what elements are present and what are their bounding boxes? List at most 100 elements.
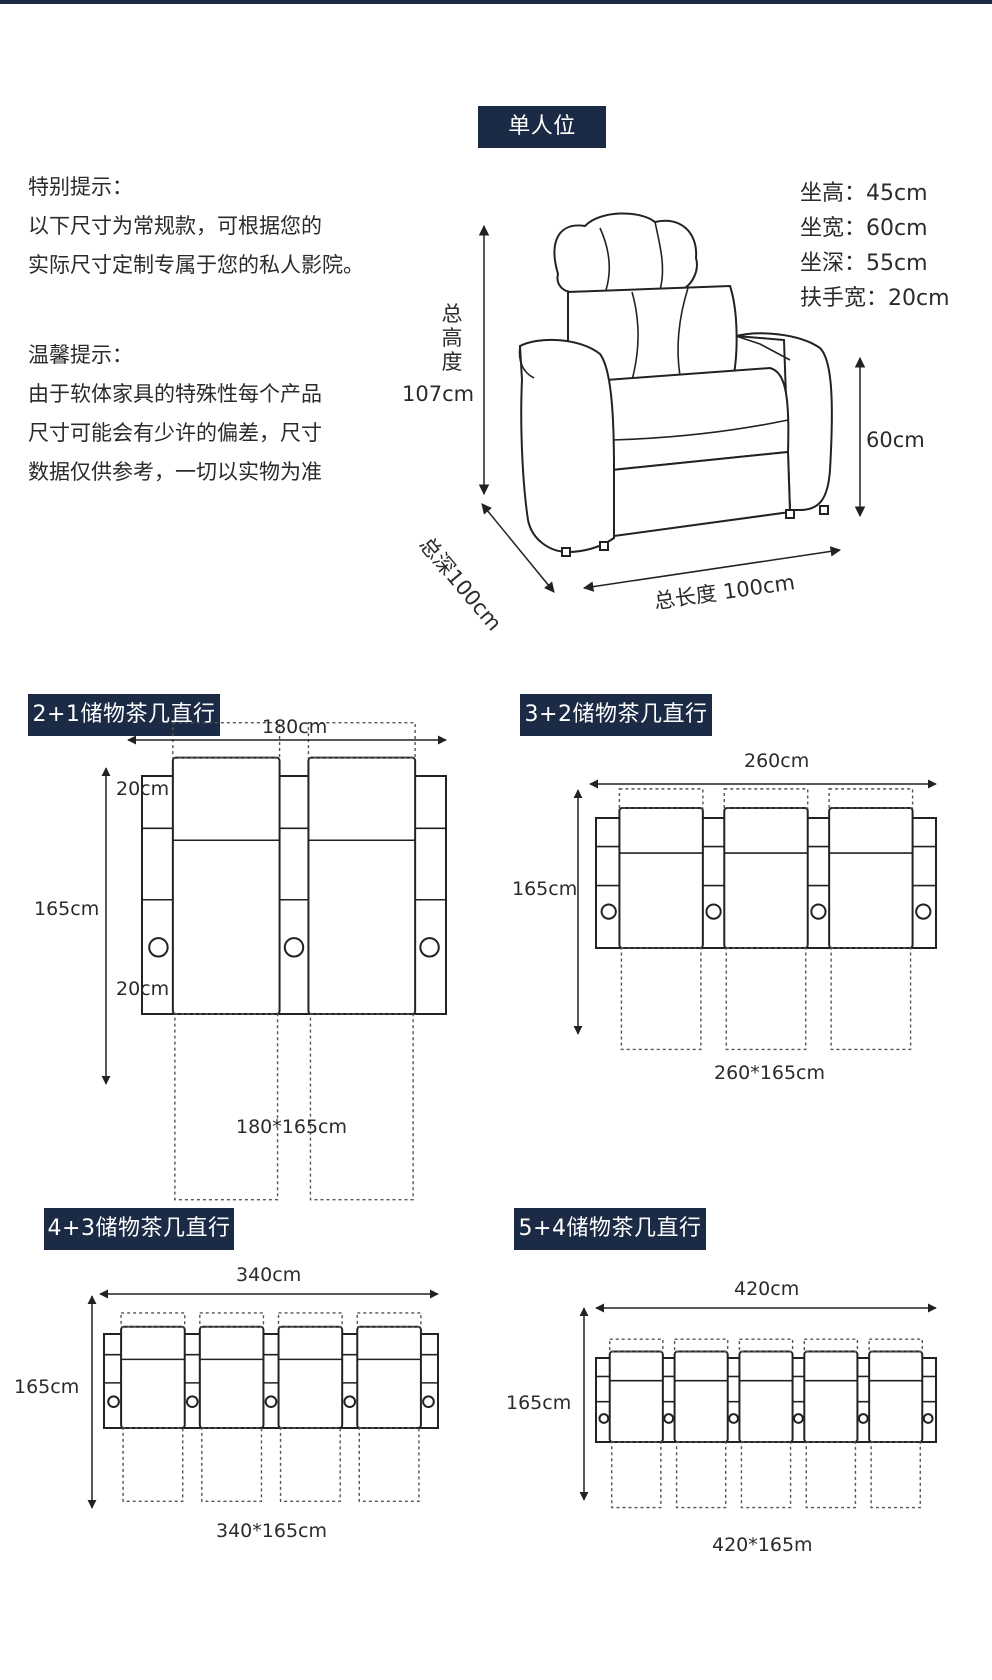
layout-4-cup-holder xyxy=(728,1413,739,1424)
layout-4-seat xyxy=(738,1350,794,1443)
layout-1-backrest-label: 20cm xyxy=(116,778,170,800)
layout-3-headrest-outline xyxy=(277,1312,343,1328)
special-notice-title: 特别提示： xyxy=(28,175,133,199)
seat-width-spec: 坐宽：60cm xyxy=(800,216,928,241)
layout-1-seat xyxy=(307,756,417,1015)
layout-4-height-label: 165cm xyxy=(506,1392,572,1414)
layout-3-seat xyxy=(198,1325,265,1429)
layout-4-seat xyxy=(868,1350,924,1443)
layout-4-caption: 420*165m xyxy=(712,1534,813,1556)
layout-3-seat xyxy=(120,1325,186,1429)
layout-3-legrest-outline xyxy=(201,1427,263,1503)
layout-1-caption: 180*165cm xyxy=(236,1116,347,1138)
layout-3-legrest-outline xyxy=(122,1427,184,1503)
layout-4-seat xyxy=(673,1350,729,1443)
layout-2-headrest-outline xyxy=(618,788,704,809)
layout-2-caption: 260*165cm xyxy=(714,1062,825,1084)
warm-notice: 温馨提示： 由于软体家具的特殊性每个产品 尺寸可能会有少许的偏差，尺寸 数据仅供… xyxy=(28,336,322,492)
special-notice-line: 以下尺寸为常规款，可根据您的 xyxy=(28,214,322,238)
layout-2-headrest-outline xyxy=(828,788,914,809)
layout-1-armrest xyxy=(412,775,447,1015)
layout-2-legrest-outline xyxy=(620,947,702,1051)
warm-notice-line: 尺寸可能会有少许的偏差，尺寸 xyxy=(28,421,322,445)
layout-1-legrest-label: 20cm xyxy=(116,978,170,1000)
layout-2-armrest xyxy=(909,817,938,949)
layout-4-cup-holder xyxy=(922,1413,934,1424)
total-height-value: 107cm xyxy=(402,382,475,406)
warm-notice-line: 数据仅供参考，一切以实物为准 xyxy=(28,460,322,484)
layout-4-legrest-outline xyxy=(805,1441,857,1509)
special-notice: 特别提示： 以下尺寸为常规款，可根据您的 实际尺寸定制专属于您的私人影院。 xyxy=(28,168,364,285)
layout-3-cup-holder xyxy=(343,1395,357,1409)
layout-3-legrest-outline xyxy=(279,1427,341,1503)
layout-2-armrest xyxy=(804,817,833,949)
layout-3-legrest-outline xyxy=(358,1427,420,1503)
layout-1-cup-holder xyxy=(148,937,169,958)
layout-4-legrest-outline xyxy=(870,1441,921,1509)
single-seat-badge: 单人位 xyxy=(478,106,606,148)
layout-2-legrest-outline xyxy=(830,947,912,1051)
layout-1-cup-holder xyxy=(283,937,305,958)
layout-4-seat xyxy=(803,1350,859,1443)
layout-2-seat xyxy=(723,806,809,949)
layout-1-armrest xyxy=(141,775,176,1015)
arm-height-label: 60cm xyxy=(866,428,925,452)
warm-notice-title: 温馨提示： xyxy=(28,343,133,367)
layout-4-seat xyxy=(608,1350,664,1443)
layout-3-width-label: 340cm xyxy=(236,1264,302,1286)
layout-2-cup-holder xyxy=(705,903,722,920)
layout-2-armrest xyxy=(699,817,728,949)
layout-4-headrest-outline xyxy=(803,1338,859,1353)
layout-1-height-label: 165cm xyxy=(34,898,100,920)
layout-3-seat xyxy=(277,1325,344,1429)
layout-2-cup-holder xyxy=(915,903,932,920)
layout-3-caption: 340*165cm xyxy=(216,1520,327,1542)
layout-2-cup-holder xyxy=(600,903,617,920)
seat-depth-spec: 坐深：55cm xyxy=(800,251,928,276)
layout-2-height-label: 165cm xyxy=(512,878,578,900)
layout-2-headrest-outline xyxy=(723,788,809,809)
layout-4-cup-holder xyxy=(598,1413,610,1424)
layout-1-width-label: 180cm xyxy=(262,716,328,738)
layout-2-cup-holder xyxy=(810,903,827,920)
layout-2-legrest-outline xyxy=(725,947,807,1051)
layout-3-cup-holder xyxy=(264,1395,278,1409)
layout-3-cup-holder xyxy=(185,1395,199,1409)
seat-height-spec: 坐高：45cm xyxy=(800,181,928,206)
layout-3-cup-holder xyxy=(422,1395,435,1409)
layout-1-armrest xyxy=(276,775,312,1015)
layout-4-cup-holder xyxy=(793,1413,804,1424)
layout-4-legrest-outline xyxy=(740,1441,792,1509)
arm-width-spec: 扶手宽：20cm xyxy=(800,286,950,311)
layout-2-seat xyxy=(828,806,914,949)
layout-2-armrest xyxy=(595,817,623,949)
layout-1-legrest-outline xyxy=(174,1013,279,1201)
layout-2-seat xyxy=(618,806,704,949)
layout-3-headrest-outline xyxy=(356,1312,422,1328)
layout-2-width-label: 260cm xyxy=(744,750,810,772)
top-border xyxy=(0,0,992,4)
layout-3-seat xyxy=(356,1325,422,1429)
layout-1-seat xyxy=(171,756,281,1015)
layout-badge-4plus3: 4+3储物茶几直行 xyxy=(44,1208,234,1250)
special-notice-line: 实际尺寸定制专属于您的私人影院。 xyxy=(28,253,364,277)
total-height-label: 总高度 xyxy=(441,302,463,374)
layout-4-legrest-outline xyxy=(611,1441,662,1509)
layout-badge-2plus1: 2+1储物茶几直行 xyxy=(28,694,220,736)
layout-3-cup-holder xyxy=(107,1395,120,1409)
layout-4-headrest-outline xyxy=(673,1338,729,1353)
layout-1-cup-holder xyxy=(419,937,440,958)
layout-1-legrest-outline xyxy=(309,1013,414,1201)
layout-4-legrest-outline xyxy=(675,1441,727,1509)
layout-3-height-label: 165cm xyxy=(14,1376,80,1398)
layout-badge-3plus2: 3+2储物茶几直行 xyxy=(520,694,712,736)
layout-4-headrest-outline xyxy=(868,1338,923,1353)
layout-3-headrest-outline xyxy=(120,1312,186,1328)
layout-4-width-label: 420cm xyxy=(734,1278,800,1300)
layout-4-headrest-outline xyxy=(738,1338,794,1353)
layout-4-cup-holder xyxy=(857,1413,869,1424)
seat-spec-list: 坐高：45cm 坐宽：60cm 坐深：55cm 扶手宽：20cm xyxy=(800,176,950,316)
layout-3-headrest-outline xyxy=(199,1312,265,1328)
